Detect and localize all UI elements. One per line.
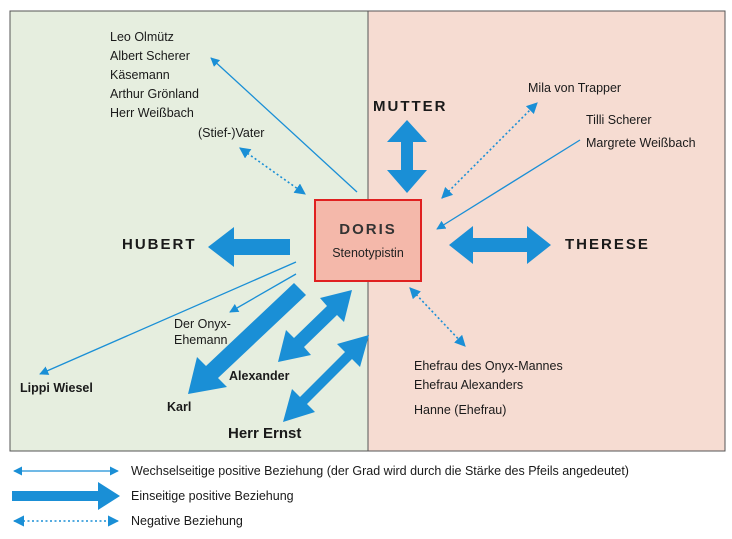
left-panel	[9, 10, 369, 452]
arrow-doris-to-onyx-ehemann	[229, 273, 297, 313]
label-mutter: MUTTER	[373, 98, 448, 115]
name-ehefrau-onyx: Ehefrau des Onyx-Mannes	[414, 359, 563, 373]
label-onyx-1: Der Onyx-	[174, 317, 231, 331]
arrow-mutter-doris	[387, 120, 427, 193]
arrow-herr-ernst-doris	[283, 335, 369, 422]
legend-oneway-label: Einseitige positive Beziehung	[131, 489, 294, 503]
doris-node: DORIS Stenotypistin	[314, 199, 422, 282]
doris-name: DORIS	[339, 221, 397, 238]
label-herr-ernst: Herr Ernst	[228, 425, 302, 442]
label-hubert: HUBERT	[122, 236, 197, 253]
arrow-doris-to-hubert	[208, 227, 290, 267]
name-tilli: Tilli Scherer	[586, 113, 652, 127]
label-onyx-2: Ehemann	[174, 333, 228, 347]
top-left-group: Leo Olmütz Albert Scherer Käsemann Arthu…	[110, 30, 199, 125]
label-mila: Mila von Trapper	[528, 81, 622, 95]
right-panel	[367, 10, 726, 452]
arrow-alexander-doris	[278, 290, 352, 362]
arrow-doris-to-leo-group	[210, 57, 358, 193]
label-therese: THERESE	[565, 236, 650, 253]
arrow-doris-to-karl	[188, 283, 306, 394]
bottom-right-group: Ehefrau des Onyx-Mannes Ehefrau Alexande…	[414, 359, 563, 397]
legend-oneway-sample	[12, 482, 120, 510]
label-hanne: Hanne (Ehefrau)	[414, 403, 507, 417]
label-alexander: Alexander	[229, 369, 290, 383]
arrow-doris-to-lippi	[39, 261, 297, 375]
name-leo: Leo Olmütz	[110, 30, 174, 44]
name-arthur: Arthur Grönland	[110, 87, 199, 101]
legend-mutual-label: Wechselseitige positive Beziehung (der G…	[131, 464, 629, 478]
label-stiefvater: (Stief-)Vater	[198, 126, 265, 140]
name-weissbach: Herr Weißbach	[110, 106, 194, 120]
name-albert: Albert Scherer	[110, 49, 190, 63]
arrow-therese-doris	[449, 226, 551, 264]
name-margrete: Margrete Weißbach	[586, 136, 696, 150]
right-group: Tilli Scherer Margrete Weißbach	[586, 113, 696, 155]
name-ehefrau-alexanders: Ehefrau Alexanders	[414, 378, 524, 392]
name-kaesemann: Käsemann	[110, 68, 170, 82]
label-lippi: Lippi Wiesel	[20, 381, 93, 395]
legend-negative-label: Negative Beziehung	[131, 514, 243, 528]
label-karl: Karl	[167, 400, 192, 414]
doris-role: Stenotypistin	[332, 246, 404, 260]
